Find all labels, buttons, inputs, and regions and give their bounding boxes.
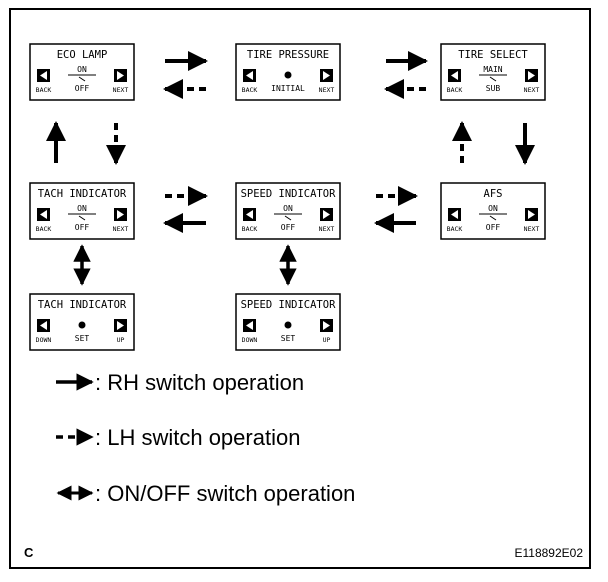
slash-mark — [489, 215, 497, 221]
center-button-dot — [78, 321, 86, 329]
option-top: ON — [283, 204, 293, 213]
right-button-label: UP — [117, 336, 125, 344]
option-top: ON — [488, 204, 498, 213]
slash-mark — [284, 215, 292, 221]
panel-title: AFS — [484, 188, 503, 200]
right-button-label: NEXT — [113, 225, 129, 233]
option-bottom: OFF — [75, 84, 90, 93]
figure-id: E118892E02 — [514, 546, 583, 560]
legend-rh-text: : RH switch operation — [95, 370, 304, 395]
display-panel-p7: TACH INDICATOR DOWN UP SET — [29, 293, 135, 351]
left-arrow-icon — [37, 319, 50, 332]
left-button-label: BACK — [242, 86, 258, 94]
display-panel-p6: AFS BACK NEXT ON OFF — [440, 182, 546, 240]
option-top: ON — [77, 65, 87, 74]
right-arrow-icon — [320, 319, 333, 332]
center-button-label: SET — [75, 334, 90, 343]
right-arrow-icon — [114, 319, 127, 332]
left-button-label: BACK — [36, 225, 52, 233]
legend-lh-text: : LH switch operation — [95, 425, 300, 450]
display-panel-p2: TIRE PRESSURE BACK NEXT INITIAL — [235, 43, 341, 101]
right-arrow-icon — [114, 69, 127, 82]
right-button-label: NEXT — [113, 86, 129, 94]
right-arrow-icon — [320, 208, 333, 221]
arrow-group — [46, 51, 535, 286]
right-button-label: NEXT — [524, 86, 540, 94]
left-arrow-icon — [37, 69, 50, 82]
display-panel-p5: SPEED INDICATOR BACK NEXT ON OFF — [235, 182, 341, 240]
panel-title: TIRE SELECT — [458, 49, 528, 61]
display-panel-p1: ECO LAMP BACK NEXT ON OFF — [29, 43, 135, 101]
center-button-label: INITIAL — [271, 84, 305, 93]
left-button-label: DOWN — [242, 336, 258, 344]
legend-onoff-text: : ON/OFF switch operation — [95, 481, 355, 506]
display-panel-p4: TACH INDICATOR BACK NEXT ON OFF — [29, 182, 135, 240]
left-button-label: BACK — [447, 86, 463, 94]
left-arrow-icon — [37, 208, 50, 221]
left-button-label: DOWN — [36, 336, 52, 344]
center-button-dot — [284, 71, 292, 79]
right-button-label: NEXT — [524, 225, 540, 233]
left-button-label: BACK — [36, 86, 52, 94]
slash-mark — [78, 76, 86, 82]
panel-title: ECO LAMP — [57, 49, 108, 61]
slash-mark — [489, 76, 497, 82]
figure-frame — [9, 8, 591, 569]
right-arrow-icon — [320, 69, 333, 82]
left-arrow-icon — [243, 208, 256, 221]
right-arrow-icon — [525, 208, 538, 221]
panel-title: SPEED INDICATOR — [241, 299, 337, 311]
right-arrow-icon — [114, 208, 127, 221]
right-button-label: UP — [323, 336, 331, 344]
panel-title: TACH INDICATOR — [38, 188, 127, 200]
option-bottom: OFF — [486, 223, 501, 232]
center-button-dot — [284, 321, 292, 329]
panel-title: TACH INDICATOR — [38, 299, 127, 311]
right-button-label: NEXT — [319, 225, 335, 233]
right-button-label: NEXT — [319, 86, 335, 94]
option-top: MAIN — [483, 65, 502, 74]
display-panel-p8: SPEED INDICATOR DOWN UP SET — [235, 293, 341, 351]
left-arrow-icon — [243, 69, 256, 82]
option-bottom: OFF — [75, 223, 90, 232]
left-arrow-icon — [243, 319, 256, 332]
slash-mark — [78, 215, 86, 221]
center-button-label: SET — [281, 334, 296, 343]
option-bottom: SUB — [486, 84, 501, 93]
left-button-label: BACK — [447, 225, 463, 233]
legend: : RH switch operation : LH switch operat… — [56, 370, 355, 506]
panel-title: SPEED INDICATOR — [241, 188, 337, 200]
left-arrow-icon — [448, 69, 461, 82]
right-arrow-icon — [525, 69, 538, 82]
option-top: ON — [77, 204, 87, 213]
display-panel-p3: TIRE SELECT BACK NEXT MAIN SUB — [440, 43, 546, 101]
left-button-label: BACK — [242, 225, 258, 233]
left-arrow-icon — [448, 208, 461, 221]
panel-title: TIRE PRESSURE — [247, 49, 329, 61]
corner-label: C — [24, 545, 34, 560]
option-bottom: OFF — [281, 223, 296, 232]
